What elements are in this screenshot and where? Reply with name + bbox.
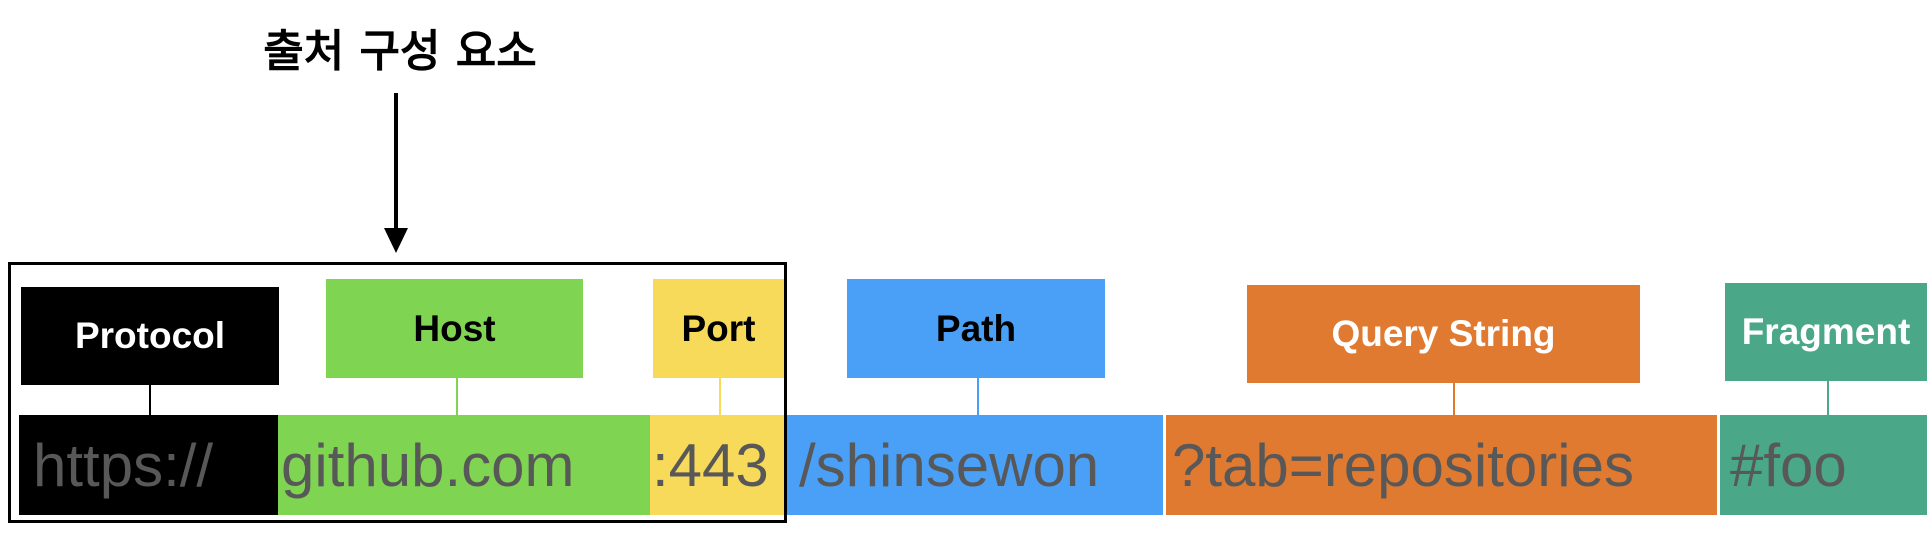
protocol-segment: https:// (19, 415, 278, 515)
fragment-segment: #foo (1720, 415, 1927, 515)
protocol-connector (149, 385, 151, 415)
port-connector (719, 378, 721, 415)
path-label: Path (847, 279, 1105, 378)
query-segment: ?tab=repositories (1166, 415, 1717, 515)
port-segment: :443 (650, 415, 784, 515)
down-arrow-icon (384, 228, 408, 253)
protocol-label: Protocol (21, 287, 279, 385)
down-arrow-shaft (394, 93, 398, 233)
diagram-title: 출처 구성 요소 (263, 26, 537, 77)
host-label: Host (326, 279, 583, 378)
query-connector (1453, 383, 1455, 415)
port-label: Port (653, 279, 784, 378)
fragment-connector (1827, 381, 1829, 415)
fragment-label: Fragment (1725, 283, 1927, 381)
path-connector (977, 378, 979, 415)
path-segment: /shinsewon (787, 415, 1163, 515)
host-segment: github.com (278, 415, 650, 515)
host-connector (456, 378, 458, 415)
query-label: Query String (1247, 285, 1640, 383)
